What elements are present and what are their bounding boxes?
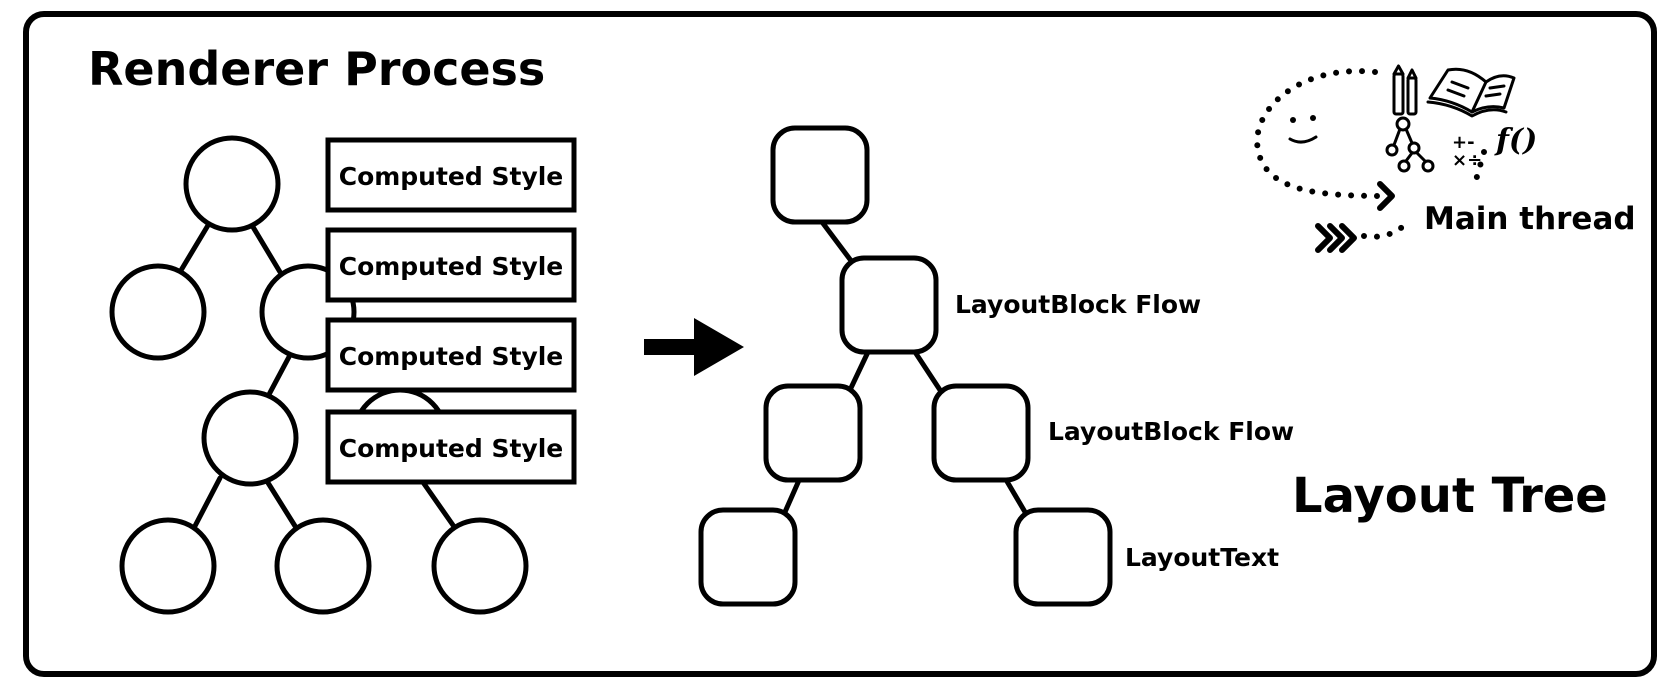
layout-edge [819,219,855,265]
layout-node-text [1013,507,1113,607]
main-thread-label: Main thread [1424,201,1636,237]
layout-block-flow-label: LayoutBlock Flow [955,290,1201,319]
layout-tree: LayoutBlock Flow LayoutBlock Flow Layout… [698,125,1294,607]
computed-style-stack: Computed Style Computed Style Computed S… [325,137,577,485]
dom-node [109,263,207,361]
layout-node [698,507,798,607]
pencil-icon [1392,64,1418,116]
layout-edge [847,349,871,393]
layout-block-flow-label: LayoutBlock Flow [1048,417,1294,446]
layout-edge [1002,475,1028,515]
computed-style-label: Computed Style [339,162,564,191]
computed-style-box: Computed Style [325,227,577,303]
dom-edge [192,475,223,529]
dom-tree [109,135,529,615]
open-book-icon [1426,67,1516,118]
computed-style-box: Computed Style [325,409,577,485]
layout-node-root [770,125,870,225]
computed-style-label: Computed Style [339,342,564,371]
layout-text-label: LayoutText [1125,543,1279,572]
layout-node [763,383,863,483]
dom-edge [177,219,213,275]
dom-node [431,517,529,615]
thread-loop-dots [1254,68,1388,199]
thread-loop-arrowhead [1377,181,1395,211]
layout-edge [782,475,803,515]
computed-style-label: Computed Style [339,434,564,463]
dom-node [183,135,281,233]
dom-node [201,389,299,487]
math-operators-icon: +- [1452,132,1475,153]
dom-edge [417,475,458,531]
computed-style-label: Computed Style [339,252,564,281]
computed-style-box: Computed Style [325,317,577,393]
dom-node [274,517,372,615]
layout-edge [912,349,943,393]
dom-node [119,517,217,615]
layout-tree-label: Layout Tree [1292,468,1608,524]
function-icon: f() [1494,123,1537,158]
math-operators-icon: ×÷ [1452,150,1482,171]
chevron-connector-dots [1361,219,1411,240]
layout-node-block-flow-b [931,383,1031,483]
dom-edge [247,219,283,275]
tree-graph-icon [1385,116,1435,173]
chevron-arrows-icon [1315,223,1357,253]
dom-edge [262,475,298,529]
layout-node-block-flow-a [839,255,939,355]
computed-style-box: Computed Style [325,137,577,213]
page-title: Renderer Process [88,42,545,96]
thread-connector-dots [1473,149,1487,183]
right-arrow-icon [644,318,744,376]
smiley-face-icon [1288,115,1318,144]
main-thread-illustration: +- ×÷ f() Main thread [1254,64,1636,253]
